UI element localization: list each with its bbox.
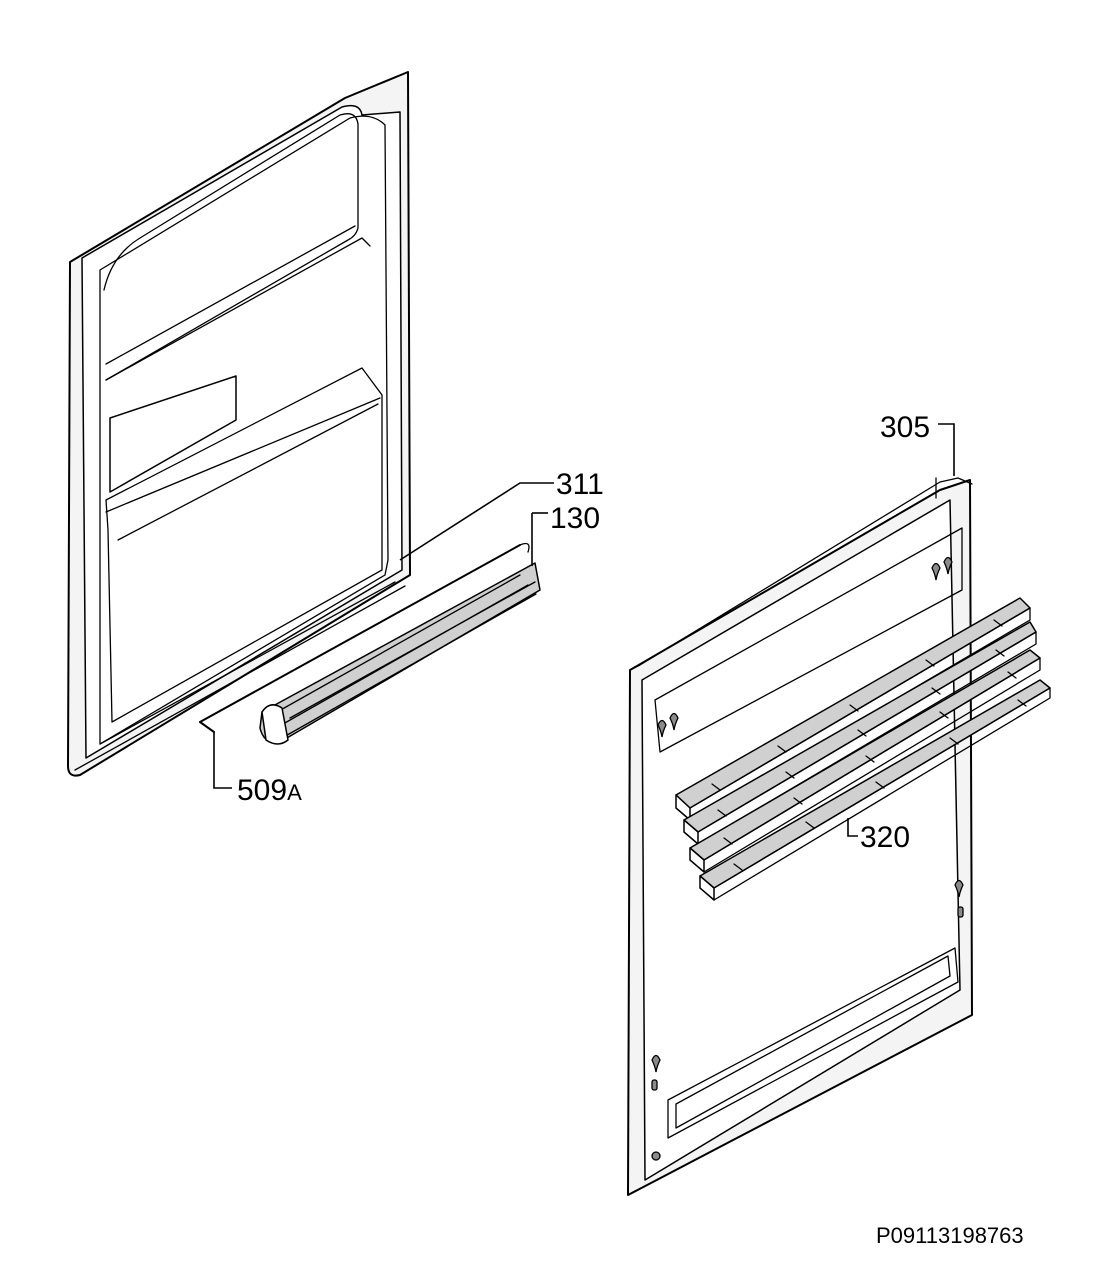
inner-door-frame bbox=[67, 71, 411, 777]
keyhole-cutouts bbox=[651, 556, 964, 1161]
callout-509-number: 509 bbox=[237, 774, 287, 807]
callout-311: 311 bbox=[556, 468, 604, 501]
rod-509a bbox=[199, 542, 530, 789]
drawing-code: P09113198763 bbox=[876, 1223, 1024, 1248]
callout-130: 130 bbox=[550, 502, 600, 535]
callout-305: 305 bbox=[880, 411, 930, 444]
mounting-rails-320 bbox=[675, 597, 1051, 901]
callout-320: 320 bbox=[860, 821, 910, 854]
leader-311 bbox=[399, 482, 554, 561]
callout-509-suffix: A bbox=[287, 780, 302, 805]
rail-clips bbox=[711, 619, 1027, 871]
door-seal-130 bbox=[259, 512, 548, 745]
callout-509a: 509A bbox=[237, 774, 302, 807]
